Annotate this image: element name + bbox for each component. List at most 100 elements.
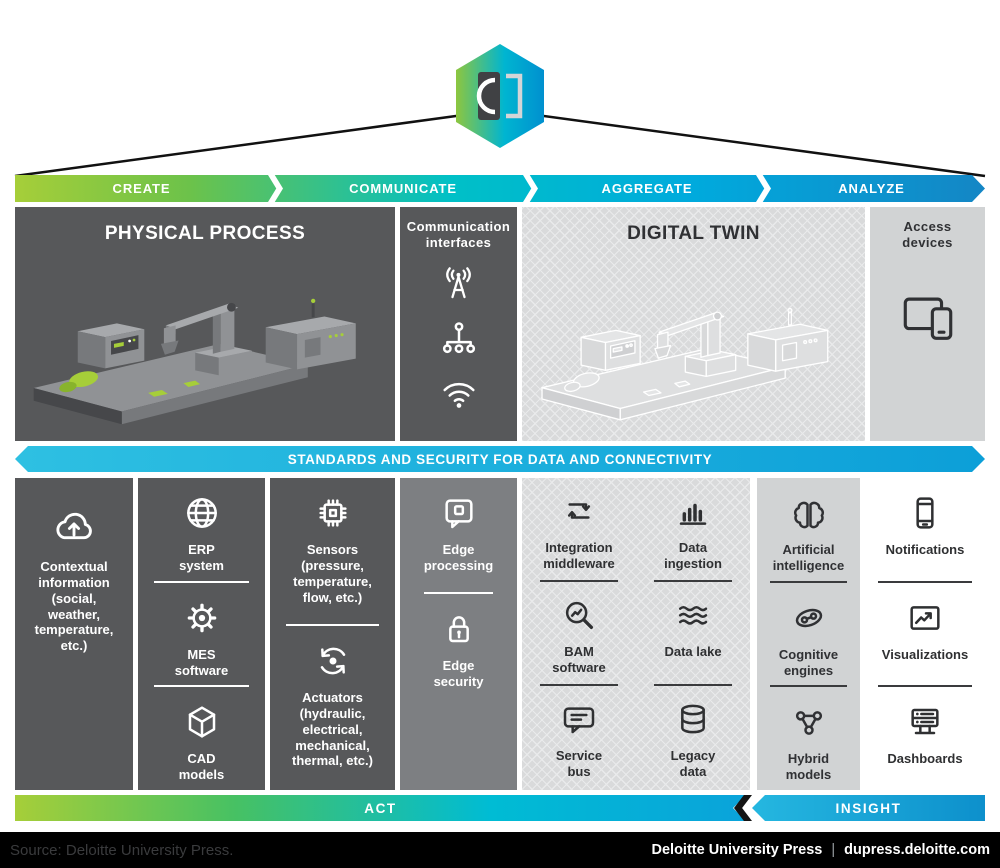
service-bus-label: Service bus	[555, 748, 603, 779]
column-enterprise-systems: ERP system MES software CAD models	[138, 478, 265, 790]
artificial-intelligence-label: Artificial intelligence	[772, 542, 845, 573]
mes-software-label: MES software	[174, 646, 229, 678]
phase-separator-chevron	[523, 175, 538, 202]
cell-artificial-intelligence: Artificial intelligence	[757, 478, 860, 581]
standards-security-band: STANDARDS AND SECURITY FOR DATA AND CONN…	[15, 446, 985, 472]
phase-analyze: ANALYZE	[838, 181, 905, 196]
column-edge: Edge processing Edge security	[400, 478, 517, 790]
nodes-icon	[795, 711, 822, 736]
separator-line	[878, 685, 972, 688]
cell-cad-models: CAD models	[138, 687, 265, 790]
visualizations-label: Visualizations	[881, 646, 969, 662]
globe-icon	[186, 498, 217, 528]
edge-security-label: Edge security	[433, 658, 484, 689]
rotate-icon	[320, 647, 345, 675]
insight-label: INSIGHT	[835, 800, 902, 816]
act-band: ACT	[15, 795, 746, 821]
insight-band: INSIGHT	[752, 795, 985, 821]
cell-mes-software: MES software	[138, 583, 265, 686]
separator-line	[154, 685, 249, 688]
devices-icon	[903, 297, 952, 340]
access-devices-panel: Access devices	[870, 207, 985, 441]
physical-process-panel: PHYSICAL PROCESS	[15, 207, 395, 441]
separator-line	[540, 580, 618, 582]
brain-icon	[793, 501, 824, 529]
data-lake-label: Data lake	[664, 644, 722, 659]
bam-software-label: BAM software	[552, 644, 606, 675]
cell-notifications: Notifications	[865, 478, 985, 581]
phase-separator-chevron	[268, 175, 283, 202]
cell-hybrid-models: Hybrid models	[757, 687, 860, 790]
actuators-label: Actuators (hydraulic, electrical, mechan…	[292, 690, 373, 769]
waves-icon	[678, 606, 708, 625]
footer-brand: Deloitte University Press	[651, 842, 823, 858]
message-square-icon	[444, 499, 473, 529]
cognitive-engines-label: Cognitive engines	[778, 646, 839, 678]
bar-chart-icon	[679, 503, 707, 525]
cad-models-label: CAD models	[178, 751, 225, 783]
cell-dashboards: Dashboards	[865, 687, 985, 790]
hexagon-logo-icon	[456, 44, 544, 148]
phase-separator-chevron	[756, 175, 771, 202]
network-icon	[442, 321, 475, 353]
erp-system-label: ERP system	[179, 542, 224, 573]
dashboards-label: Dashboards	[887, 751, 963, 767]
separator-line	[540, 684, 618, 686]
separator-line	[770, 685, 847, 688]
chat-icon	[563, 707, 595, 734]
database-icon	[681, 704, 705, 734]
sync-icon	[567, 503, 591, 519]
separator-line	[424, 592, 493, 594]
data-ingestion-label: Data ingestion	[664, 540, 722, 571]
communication-interfaces-panel: Communication interfaces	[400, 207, 517, 441]
cell-service-bus: Service bus	[522, 686, 636, 790]
phase-create: CREATE	[112, 181, 171, 196]
footer-bar: Source: Deloitte University Press. Deloi…	[0, 832, 1000, 868]
phone-icon	[916, 497, 934, 529]
cell-contextual-information: Contextual information (social, weather,…	[15, 478, 133, 790]
process-phase-band: CREATE COMMUNICATE AGGREGATE ANALYZE	[15, 175, 985, 202]
access-devices-title: Access devices	[902, 219, 953, 251]
cell-erp-system: ERP system	[138, 478, 265, 581]
legacy-data-label: Legacy data	[670, 748, 716, 779]
cell-legacy-data: Legacy data	[636, 686, 750, 790]
separator-line	[286, 624, 379, 626]
phase-aggregate: AGGREGATE	[601, 181, 693, 196]
contextual-information-label: Contextual information (social, weather,…	[34, 559, 114, 654]
dashboard-icon	[911, 709, 939, 735]
column-delivery: Notifications Visualizations Dashboards	[865, 478, 985, 790]
notifications-label: Notifications	[885, 542, 965, 557]
phase-communicate: COMMUNICATE	[349, 181, 457, 196]
deloitte-hexagon-logo	[448, 40, 552, 154]
cell-cognitive-engines: Cognitive engines	[757, 583, 860, 686]
cell-data-ingestion: Data ingestion	[636, 478, 750, 582]
physical-process-title: PHYSICAL PROCESS	[104, 223, 306, 244]
digital-twin-panel: DIGITAL TWIN	[522, 207, 865, 441]
sensors-label: Sensors (pressure, temperature, flow, et…	[293, 542, 372, 605]
cell-bam-software: BAM software	[522, 582, 636, 686]
integration-middleware-label: Integration middleware	[543, 540, 615, 571]
cell-integration-middleware: Integration middleware	[522, 478, 636, 582]
standards-security-label: STANDARDS AND SECURITY FOR DATA AND CONN…	[287, 451, 713, 467]
cell-visualizations: Visualizations	[865, 583, 985, 686]
cell-data-lake: Data lake	[636, 582, 750, 686]
digital-twin-title: DIGITAL TWIN	[627, 223, 760, 244]
cognitive-icon	[795, 608, 822, 627]
column-contextual-information: Contextual information (social, weather,…	[15, 478, 133, 790]
footer-separator: |	[831, 842, 836, 858]
cube-icon	[188, 706, 215, 738]
cell-sensors: Sensors (pressure, temperature, flow, et…	[270, 478, 395, 624]
edge-processing-label: Edge processing	[423, 542, 494, 573]
act-label: ACT	[364, 800, 397, 816]
cloud-upload-icon	[56, 512, 92, 540]
communication-icon-stack	[400, 265, 517, 414]
cell-edge-security: Edge security	[400, 594, 517, 714]
cell-actuators: Actuators (hydraulic, electrical, mechan…	[270, 626, 395, 790]
separator-line	[654, 684, 732, 686]
column-platform-services: Integration middleware Data ingestion BA…	[522, 478, 750, 790]
communication-interfaces-title: Communication interfaces	[406, 219, 511, 251]
separator-line	[770, 580, 847, 583]
footer-brand-line: Deloitte University Press | dupress.delo…	[652, 842, 990, 858]
footer-url: dupress.deloitte.com	[844, 842, 990, 858]
